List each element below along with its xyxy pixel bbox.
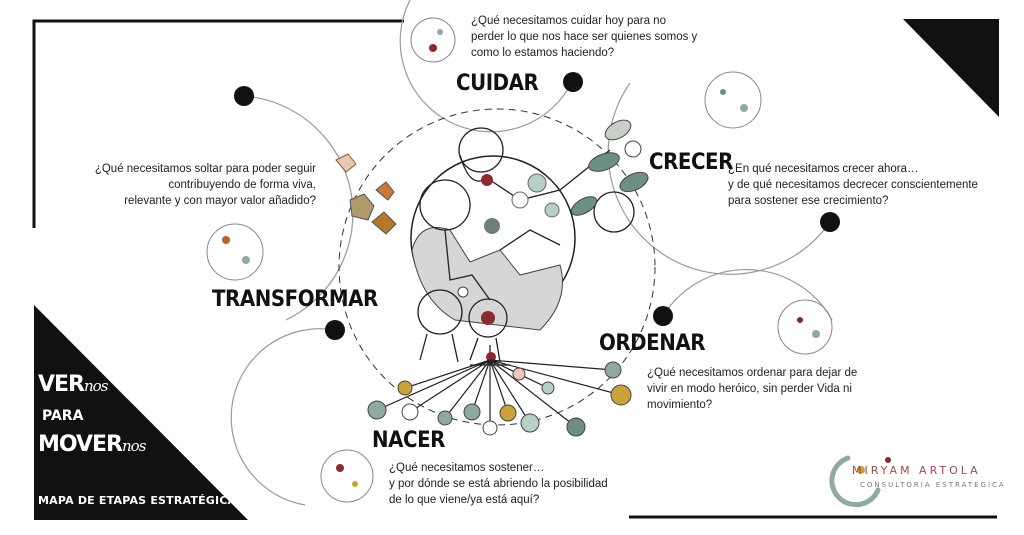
badge-triangle — [34, 305, 248, 520]
question-ordenar: ¿Qué necesitamos ordenar para dejar de v… — [647, 365, 907, 413]
question-line: ¿En qué necesitamos crecer ahora… — [728, 163, 919, 175]
badge-para: PARA — [42, 408, 84, 424]
badge-mover-sub: nos — [122, 437, 146, 455]
question-line: de lo que viene/ya está aquí? — [389, 494, 540, 506]
question-line: ¿Qué necesitamos ordenar para dejar de — [647, 367, 858, 379]
dashed-ring — [338, 108, 656, 426]
question-nacer: ¿Qué necesitamos sostener… y por dónde s… — [389, 460, 669, 508]
stage-dots — [234, 72, 840, 340]
question-cuidar: ¿Qué necesitamos cuidar hoy para no perd… — [471, 13, 761, 61]
question-transformar: ¿Qué necesitamos soltar para poder segui… — [40, 161, 316, 209]
question-line: contribuyendo de forma viva, — [168, 179, 316, 191]
question-line: ¿Qué necesitamos soltar para poder segui… — [94, 163, 316, 175]
corner-triangle — [903, 19, 999, 117]
stage-title-nacer: NACER — [372, 428, 445, 453]
logo-tagline: CONSULTORIA ESTRATEGICA — [860, 481, 1006, 489]
badge-caption: MAPA DE ETAPAS ESTRATÉGICAS — [38, 494, 245, 507]
question-line: perder lo que nos hace ser quienes somos… — [471, 31, 698, 43]
stage-title-transformar: TRANSFORMAR — [212, 287, 378, 312]
badge-ver-sub: nos — [84, 377, 108, 395]
question-line: y de qué necesitamos decrecer consciente… — [728, 179, 978, 191]
stage-title-crecer: CRECER — [649, 150, 733, 175]
question-line: para sostener ese crecimiento? — [728, 195, 889, 207]
question-line: movimiento? — [647, 399, 713, 411]
stage-title-cuidar: CUIDAR — [456, 71, 539, 96]
logo-name: MIRYAM ARTOLA — [852, 464, 981, 477]
badge-mover: MOVERnos — [38, 432, 146, 457]
stage-title-ordenar: ORDENAR — [599, 331, 706, 356]
question-line: relevante y con mayor valor añadido? — [124, 195, 316, 207]
frame-lines — [32, 19, 997, 519]
vignettes — [206, 17, 833, 503]
badge-mover-word: MOVER — [38, 432, 123, 457]
root-network — [367, 359, 632, 437]
question-line: ¿Qué necesitamos cuidar hoy para no — [471, 15, 666, 27]
logo-mark — [829, 455, 891, 508]
badge-ver: VERnos — [38, 372, 108, 397]
question-line: y por dónde se está abriendo la posibili… — [389, 478, 608, 490]
question-line: como lo estamos haciendo? — [471, 47, 615, 59]
question-line: ¿Qué necesitamos sostener… — [389, 462, 545, 474]
vignette-details — [222, 29, 820, 487]
central-illustration — [335, 119, 649, 366]
question-line: vivir en modo heróico, sin perder Vida n… — [647, 383, 852, 395]
badge-ver-word: VER — [38, 372, 85, 397]
question-crecer: ¿En qué necesitamos crecer ahora… y de q… — [728, 161, 1018, 209]
